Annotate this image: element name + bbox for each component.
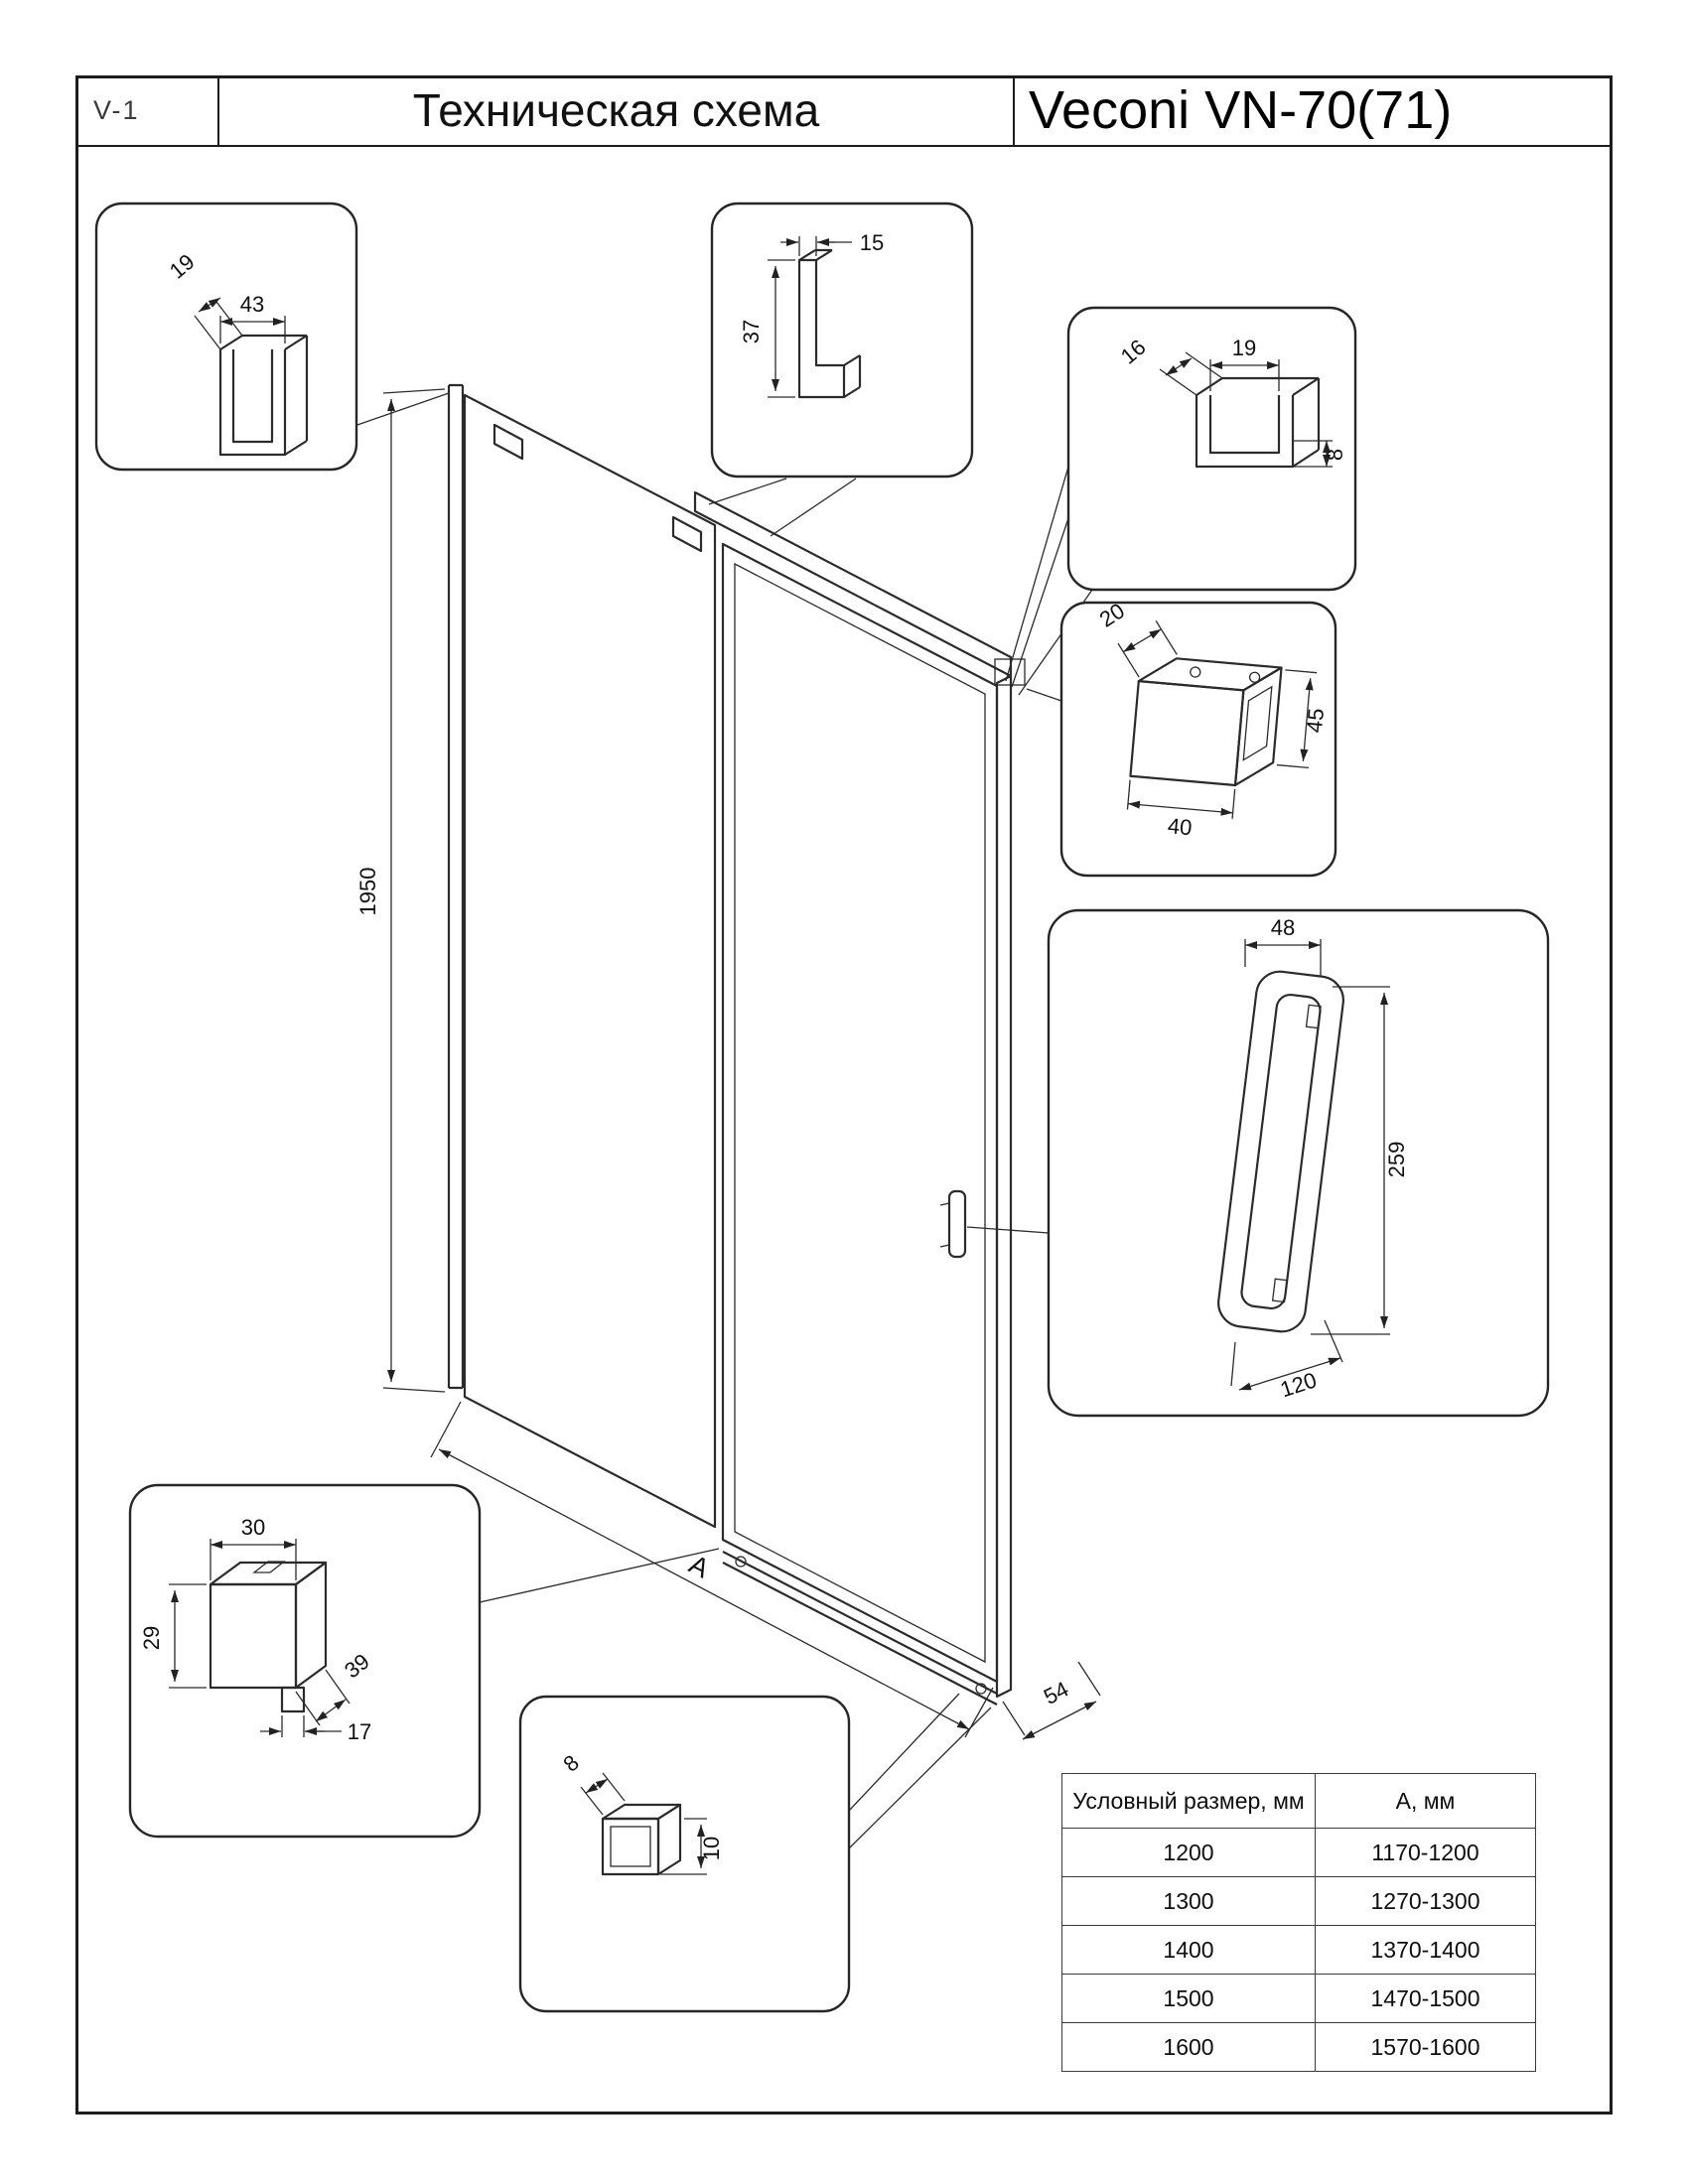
table-cell: 1170-1200: [1315, 1828, 1536, 1877]
wall-profile: [447, 383, 465, 1390]
table-header-cell: Условный размер, мм: [1061, 1773, 1316, 1829]
top-rail: [693, 490, 1013, 678]
table-row: 1300 1270-1300: [1061, 1876, 1536, 1926]
dim-label-43: 43: [240, 292, 264, 317]
table-cell: 1370-1400: [1315, 1925, 1536, 1975]
door-frame-inner: [734, 562, 986, 1664]
callout-bracket: 20 45 40: [1059, 598, 1337, 878]
glass-clamp: [492, 423, 524, 461]
dim-label-29: 29: [139, 1626, 164, 1650]
dim-label-37: 37: [739, 320, 764, 343]
table-row: 1400 1370-1400: [1061, 1925, 1536, 1975]
callout-bottom-profile: 8 10: [518, 1695, 851, 2013]
callout-bubble: [1047, 908, 1550, 1418]
callout-bubble: [518, 1695, 851, 2013]
callout-bubble: [94, 202, 358, 472]
door-handle: [947, 1189, 967, 1259]
dim-label-10: 10: [699, 1837, 724, 1860]
table-cell: 1200: [1061, 1828, 1316, 1877]
callout-roller: 30 29 39 17: [128, 1483, 482, 1839]
table-cell: 1300: [1061, 1876, 1316, 1926]
callout-bubble: [1066, 306, 1357, 592]
callout-bubble: [128, 1483, 482, 1839]
table-row: 1200 1170-1200: [1061, 1828, 1536, 1877]
table-row: 1600 1570-1600: [1061, 2022, 1536, 2072]
dim-label-17: 17: [348, 1719, 371, 1744]
table-cell: 1600: [1061, 2022, 1316, 2072]
page-title: Техническая схема: [219, 75, 1013, 147]
size-table: Условный размер, мм А, мм 1200 1170-1200…: [1061, 1773, 1536, 2072]
callout-bubble: [1059, 601, 1337, 878]
dim-height-1950: 1950: [355, 868, 380, 916]
table-cell: 1500: [1061, 1974, 1316, 2023]
revision-label: V-1: [93, 94, 140, 125]
revision-box: V-1: [75, 75, 219, 147]
table-cell: 1400: [1061, 1925, 1316, 1975]
dim-label-15: 15: [860, 230, 884, 255]
callout-handle: 48 259 120: [1047, 908, 1550, 1418]
table-cell: 1270-1300: [1315, 1876, 1536, 1926]
dim-label-45: 45: [1302, 707, 1329, 734]
roller-bracket-on-rail: [994, 658, 1026, 686]
shower-door-drawing: [447, 383, 1026, 1706]
table-cell: 1570-1600: [1315, 2022, 1536, 2072]
callout-top-channel: 19 16 8: [1066, 306, 1357, 592]
dim-width-A: А: [684, 1550, 714, 1584]
callout-top-profile: 15 37: [710, 202, 974, 478]
dim-depth-54: 54: [1040, 1677, 1072, 1709]
dim-label-19b: 19: [1232, 336, 1256, 360]
dim-label-48: 48: [1271, 915, 1295, 940]
table-header-row: Условный размер, мм А, мм: [1061, 1773, 1536, 1829]
dim-label-8: 8: [1323, 449, 1347, 461]
main-dimensions: 1950 А 54: [355, 388, 1101, 1740]
table-header-cell: А, мм: [1315, 1773, 1536, 1829]
glass-clamp: [671, 515, 703, 553]
callout-wall-profile: 43 19: [94, 202, 358, 472]
dim-label-259: 259: [1384, 1142, 1409, 1178]
fixed-glass-panel: [463, 393, 717, 1529]
sliding-door-glass: [721, 542, 999, 1684]
dim-label-40: 40: [1167, 813, 1194, 840]
model-title: Veconi VN-70(71): [1013, 75, 1613, 147]
right-post: [995, 674, 1013, 1699]
sheet-border: [75, 75, 1613, 2115]
bottom-guide: [975, 1683, 987, 1695]
table-cell: 1470-1500: [1315, 1974, 1536, 2023]
table-row: 1500 1470-1500: [1061, 1974, 1536, 2023]
bottom-track: [722, 1551, 998, 1706]
dim-label-30: 30: [241, 1515, 265, 1540]
